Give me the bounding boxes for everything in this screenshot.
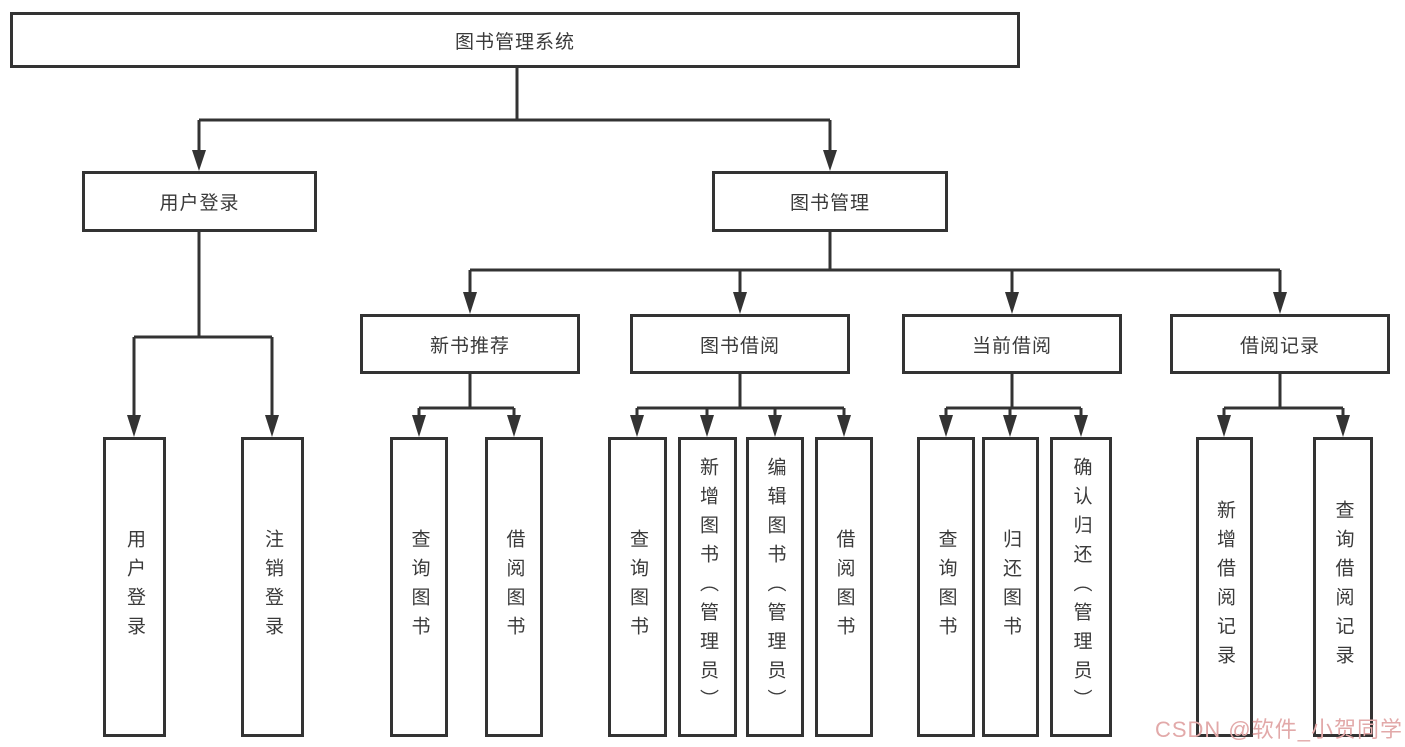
node-book-management: 图书管理 (712, 171, 948, 232)
leaf-return-books: 归还图书 (982, 437, 1039, 737)
leaf-query-books-recommend: 查询图书 (390, 437, 448, 737)
arrowheads (127, 150, 1350, 437)
leaf-edit-book-admin: 编辑图书（管理员） (746, 437, 804, 737)
leaf-borrow-books-borrowing: 借阅图书 (815, 437, 873, 737)
node-book-borrowing: 图书借阅 (630, 314, 850, 374)
leaf-logout: 注销登录 (241, 437, 304, 737)
node-new-book-recommend: 新书推荐 (360, 314, 580, 374)
leaf-query-books-borrowing-label: 查询图书 (627, 529, 648, 645)
leaf-edit-book-admin-label: 编辑图书（管理员） (764, 456, 786, 718)
leaf-logout-label: 注销登录 (262, 529, 283, 645)
leaf-borrow-books-borrowing-label: 借阅图书 (833, 529, 855, 645)
leaf-add-borrow-record-label: 新增借阅记录 (1214, 500, 1235, 674)
leaf-return-books-label: 归还图书 (1000, 529, 1021, 645)
leaf-query-books-recommend-label: 查询图书 (408, 529, 430, 645)
leaf-query-borrow-record: 查询借阅记录 (1313, 437, 1373, 737)
leaf-query-books-current-label: 查询图书 (935, 529, 957, 645)
node-borrow-records: 借阅记录 (1170, 314, 1390, 374)
leaf-query-borrow-record-label: 查询借阅记录 (1332, 500, 1354, 674)
leaf-add-book-admin: 新增图书（管理员） (678, 437, 737, 737)
leaf-add-borrow-record: 新增借阅记录 (1196, 437, 1253, 737)
leaf-user-login: 用户登录 (103, 437, 166, 737)
leaf-borrow-books-recommend: 借阅图书 (485, 437, 543, 737)
node-current-borrowing: 当前借阅 (902, 314, 1122, 374)
csdn-watermark: CSDN @软件_小贺同学 (1154, 717, 1403, 742)
leaf-query-books-current: 查询图书 (917, 437, 975, 737)
leaf-query-books-borrowing: 查询图书 (608, 437, 667, 737)
leaf-confirm-return-admin-label: 确认归还（管理员） (1070, 456, 1092, 718)
leaf-borrow-books-recommend-label: 借阅图书 (503, 529, 525, 645)
leaf-user-login-label: 用户登录 (124, 529, 145, 645)
node-library-system: 图书管理系统 (10, 12, 1020, 68)
node-user-login: 用户登录 (82, 171, 317, 232)
leaf-confirm-return-admin: 确认归还（管理员） (1050, 437, 1112, 737)
leaf-add-book-admin-label: 新增图书（管理员） (697, 456, 718, 718)
